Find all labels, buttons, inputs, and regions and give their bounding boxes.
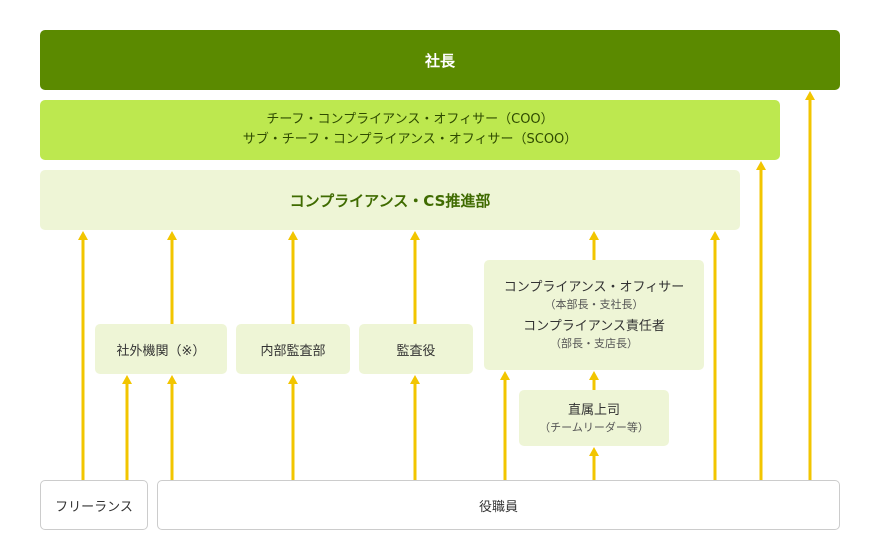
compliance-dept-box: コンプライアンス・CS推進部 xyxy=(40,170,740,230)
responsible-title: コンプライアンス責任者 xyxy=(523,319,665,334)
freelance-box: フリーランス xyxy=(40,480,148,530)
arrow-staff-to-supervisor xyxy=(589,447,599,480)
arrow-auditor-to-dept xyxy=(410,231,420,324)
external-body-label: 社外機関（※） xyxy=(116,343,206,359)
arrow-external-to-dept xyxy=(167,231,177,324)
cco-label-line1: チーフ・コンプライアンス・オフィサー（COO） xyxy=(266,112,554,127)
arrow-staff-to-president xyxy=(805,91,815,480)
president-label: 社長 xyxy=(424,51,455,70)
arrow-freelance-to-dept xyxy=(78,231,88,480)
internal-audit-box: 内部監査部 xyxy=(236,324,350,374)
internal-audit-label: 内部監査部 xyxy=(260,343,326,359)
supervisor-subtitle: （チームリーダー等） xyxy=(539,420,649,434)
staff-label: 役職員 xyxy=(478,499,518,515)
cco-label-line2: サブ・チーフ・コンプライアンス・オフィサー（SCOO） xyxy=(242,132,578,147)
auditor-label: 監査役 xyxy=(396,343,436,359)
arrow-staff-to-external xyxy=(167,375,177,480)
arrow-staff-to-internal-audit xyxy=(288,375,298,480)
staff-box: 役職員 xyxy=(157,480,840,530)
arrow-staff-to-dept xyxy=(710,231,720,480)
officer-subtitle: （本部長・支社長） xyxy=(544,298,644,311)
arrow-staff-to-cco xyxy=(756,161,766,480)
supervisor-title: 直属上司 xyxy=(567,402,620,418)
direct-supervisor-box: 直属上司 （チームリーダー等） xyxy=(519,390,669,446)
arrow-officer-to-dept xyxy=(589,231,599,260)
freelance-label: フリーランス xyxy=(55,499,133,515)
president-box: 社長 xyxy=(40,30,840,90)
cco-box: チーフ・コンプライアンス・オフィサー（COO） サブ・チーフ・コンプライアンス・… xyxy=(40,100,780,160)
external-body-box: 社外機関（※） xyxy=(95,324,227,374)
auditor-box: 監査役 xyxy=(359,324,473,374)
arrow-supervisor-to-officer xyxy=(589,371,599,390)
arrow-internal-audit-to-dept xyxy=(288,231,298,324)
compliance-officer-box: コンプライアンス・オフィサー （本部長・支社長） コンプライアンス責任者 （部長… xyxy=(484,260,704,370)
compliance-dept-label: コンプライアンス・CS推進部 xyxy=(289,191,491,210)
arrow-freelance-to-external xyxy=(122,375,132,480)
responsible-subtitle: （部長・支店長） xyxy=(550,337,638,350)
arrow-staff-to-auditor xyxy=(410,375,420,480)
officer-title: コンプライアンス・オフィサー xyxy=(503,280,685,295)
arrow-staff-to-officer xyxy=(500,371,510,480)
